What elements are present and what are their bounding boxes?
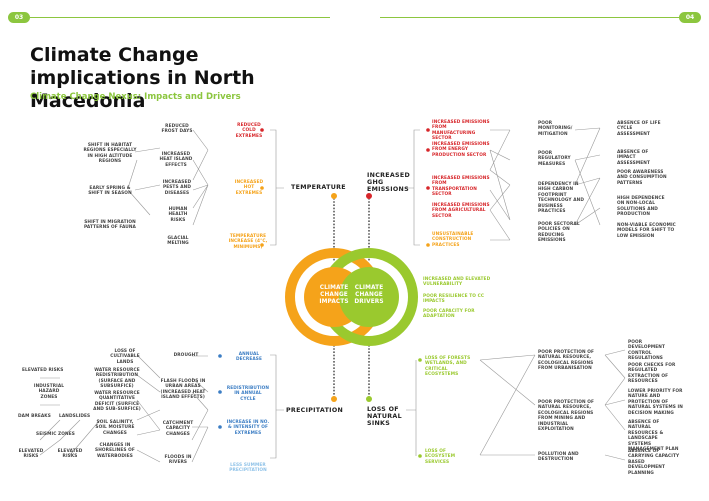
ghg-far-5: NON-VIABLE ECONOMIC MODELS FOR SHIFT TO … (617, 223, 676, 239)
ghg-far-4: HIGH DEPENDENCE ON NON-LOCAL SOLUTIONS A… (617, 196, 665, 218)
ghg-source-5: UNSUSTAINABLE CONSTRUCTION PRACTICES (432, 232, 474, 248)
prec-far-2: INDUSTRIAL HAZARD ZONES (33, 384, 65, 400)
temp-effect-5: GLACIAL MELTING (167, 236, 189, 247)
prec-mid-5: CHANGES IN SHORELINES OF WATERBODIES (95, 443, 135, 459)
page-title: Climate Change implications in North Mac… (30, 44, 255, 112)
heading-ghg: INCREASED GHG EMISSIONS (367, 172, 411, 193)
sink-source-2: LOSS OF ECOSYSTEM SERVICES (425, 449, 456, 465)
sink-far-2: POOR CHECKS FOR REGULATED EXTRACTION OF … (628, 363, 676, 385)
prec-effect-2: FLASH FLOODS IN URBAN AREAS (INCREASED H… (160, 379, 206, 401)
heading-sinks: LOSS OF NATURAL SINKS (367, 406, 402, 427)
temp-effect-2: INCREASED HEAT ISLAND EFFECTS (159, 152, 193, 168)
prec-mid-1: LOSS OF CULTIVABLE LANDS (110, 349, 140, 365)
prec-far-6: ELEVATED RISKS (18, 449, 44, 460)
prec-mid-3: WATER RESOURCE QUANTITATIVE DEFICIT (SUR… (93, 391, 141, 413)
sink-mid-1: POOR PROTECTION OF NATURAL RESOURCE, ECO… (538, 350, 595, 372)
prec-mid-4: SOIL SALINITY, SOIL MOISTURE CHANGES (95, 420, 135, 436)
temp-cause-2: INCREASED HOT EXTREMES (234, 180, 264, 196)
prec-cause-1: ANNUAL DECREASE (235, 352, 263, 363)
heading-precipitation: PRECIPITATION (286, 407, 344, 414)
prec-far-1: ELEVATED RISKS (22, 368, 64, 373)
sink-mid-3: POLLUTION AND DESTRUCTION (538, 452, 579, 463)
ghg-source-1: INCREASED EMISSIONS FROM MANUFACTURING S… (432, 120, 490, 142)
ghg-source-2: INCREASED EMISSIONS FROM ENERGY PRODUCTI… (432, 142, 490, 158)
impacts-label: CLIMATE CHANGE IMPACTS (319, 285, 349, 305)
page-subtitle: Climate Change Nexus: Impacts and Driver… (30, 92, 241, 102)
ghg-far-1: ABSENCE OF LIFE CYCLE ASSESSMENT (617, 121, 661, 137)
temp-cause-3: TEMPERATURE INCREASE (4°C, MINIMUMS) (228, 234, 268, 250)
ghg-mid-1: POOR MONITORING/ MITIGATION (538, 121, 573, 137)
vulnerability-2: POOR RESILIENCE TO CC IMPACTS (423, 294, 485, 305)
prec-effect-1: DROUGHT (173, 353, 199, 358)
prec-effect-4: FLOODS IN RIVERS (164, 455, 192, 466)
ghg-mid-3: DEPENDENCY IN HIGH CARBON FOOTPRINT TECH… (538, 182, 585, 215)
prec-effect-3: CATCHMENT CAPACITY CHANGES (162, 421, 194, 437)
temp-effect-3: INCREASED PESTS AND DISEASES (162, 180, 192, 196)
prec-far-3: DAM BREAKS (18, 414, 51, 419)
temp-cause-1: REDUCED COLD EXTREMES (235, 123, 263, 139)
ghg-source-3: INCREASED EMISSIONS FROM TRANSPORTATION … (432, 176, 490, 198)
temp-effect-1: REDUCED FROST DAYS (161, 124, 193, 135)
vulnerability-1: INCREASED AND ELEVATED VULNERABILITY (423, 277, 491, 288)
page-number-left: 03 (8, 12, 30, 23)
sink-mid-2: POOR PROTECTION OF NATURAL RESOURCE, ECO… (538, 400, 595, 433)
prec-cause-2: REDISTRIBUTION IN ANNUAL CYCLE (226, 386, 270, 402)
prec-far-5: SEISMIC ZONES (36, 432, 75, 437)
sink-far-3: LOWER PRIORITY FOR NATURE AND PROTECTION… (628, 389, 683, 416)
ghg-far-2: ABSENCE OF IMPACT ASSESSMENT (617, 150, 650, 166)
prec-far-4: LANDSLIDES (59, 414, 91, 419)
temp-far-3: SHIFT IN MIGRATION PATTERNS OF FAUNA (84, 220, 136, 231)
temp-far-2: EARLY SPRING & SHIFT IN SEASON (88, 186, 132, 197)
sink-source-1: LOSS OF FORESTS WETLANDS, AND CRITICAL E… (425, 356, 471, 378)
drivers-label: CLIMATE CHANGE DRIVERS (354, 285, 384, 305)
top-rule-right (380, 17, 680, 18)
sink-far-5: ABSENCE OF CARRYING CAPACITY BASED DEVEL… (628, 449, 680, 476)
sink-far-4: ABSENCE OF NATURAL RESOURCES & LANDSCAPE… (628, 420, 679, 453)
prec-cause-3: INCREASE IN NO. & INTENSITY OF EXTREMES (226, 420, 270, 436)
top-rule-left (30, 17, 330, 18)
vulnerability-3: POOR CAPACITY FOR ADAPTATION (423, 309, 475, 320)
prec-far-7: ELEVATED RISKS (57, 449, 83, 460)
sink-far-1: POOR DEVELOPMENT CONTROL REGULATIONS (628, 340, 665, 362)
temp-far-1: SHIFT IN HABITAT REGIONS ESPECIALLY IN H… (83, 143, 137, 165)
ghg-mid-4: POOR SECTORAL POLICIES ON REDUCING EMISS… (538, 222, 580, 244)
prec-mid-2: WATER RESOURCE REDISTRIBUTION (SURFACE A… (94, 368, 140, 390)
page-number-right: 04 (679, 12, 701, 23)
ghg-source-4: INCREASED EMISSIONS FROM AGRICULTURAL SE… (432, 203, 490, 219)
ghg-far-3: POOR AWARENESS AND CONSUMPTION PATTERNS (617, 170, 667, 186)
temp-effect-4: HUMAN HEALTH RISKS (168, 207, 188, 223)
ghg-mid-2: POOR REGULATORY MEASURES (538, 151, 571, 167)
prec-cause-4: LESS SUMMER PRECIPITATION (229, 463, 267, 474)
heading-temperature: TEMPERATURE (291, 184, 346, 191)
